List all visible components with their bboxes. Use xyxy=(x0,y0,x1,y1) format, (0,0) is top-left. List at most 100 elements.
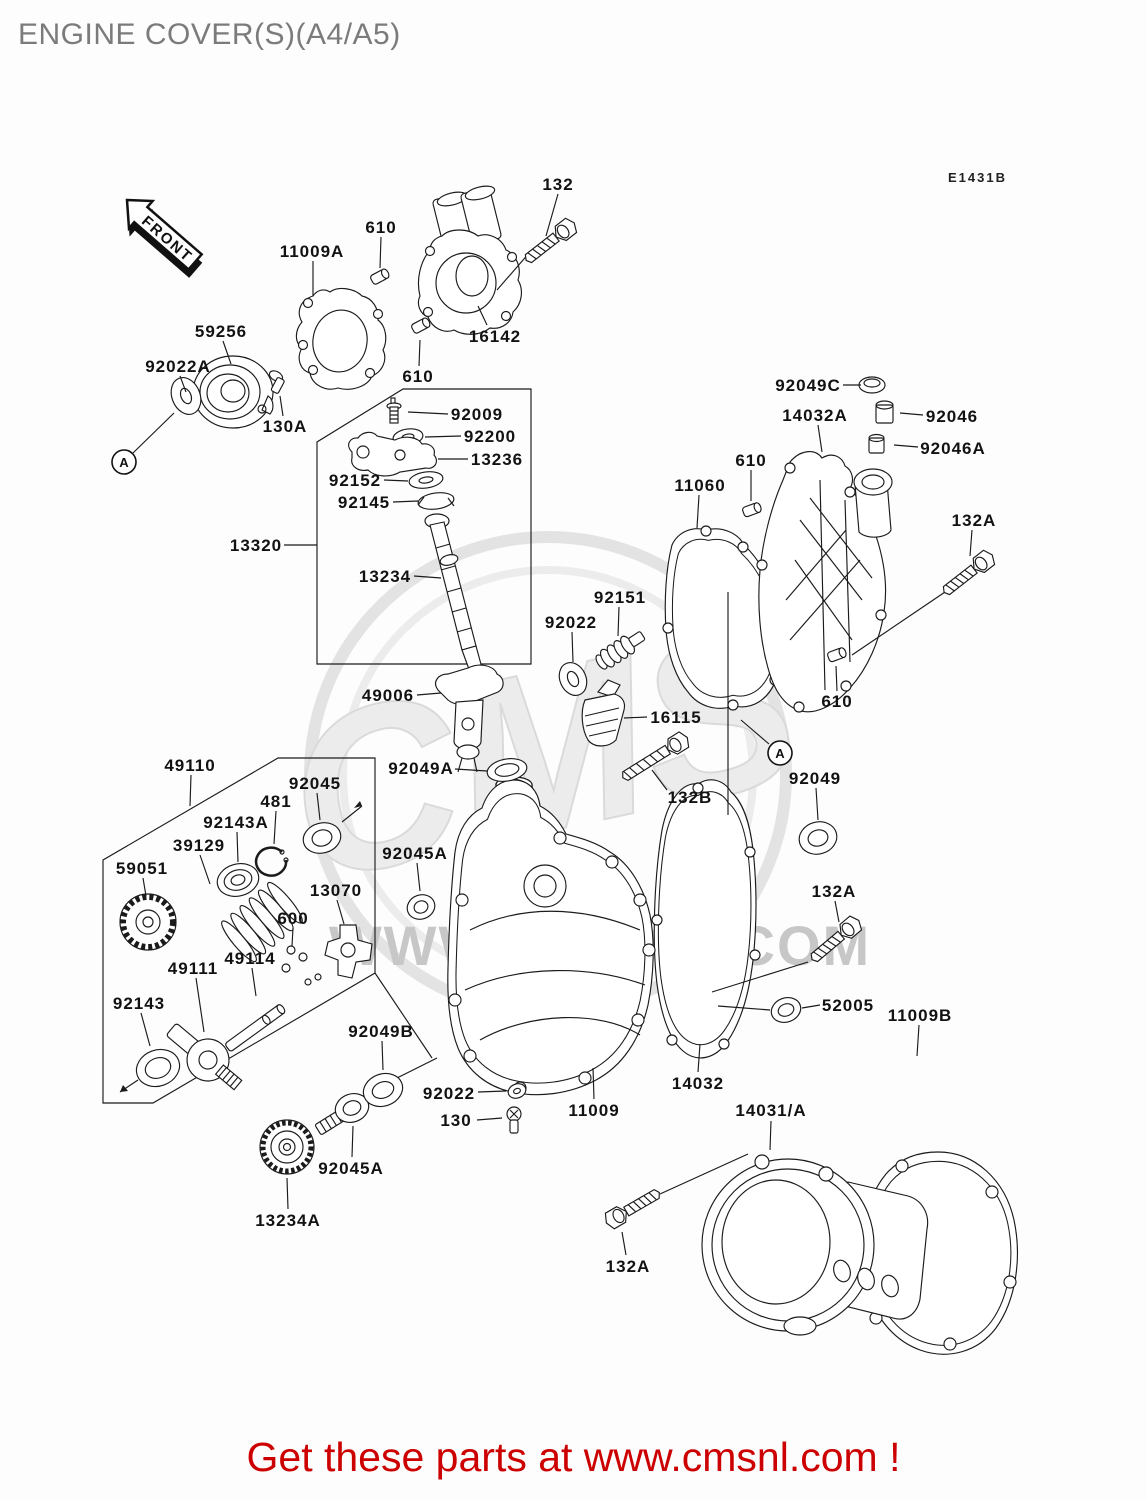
idler-gear-13234A-drawing xyxy=(259,1106,352,1175)
leader-line-49111 xyxy=(195,977,205,1033)
chain-cover-14032A-drawing xyxy=(756,451,893,713)
part-label-132A[interactable]: 132A xyxy=(952,511,997,530)
leader-line-16115 xyxy=(623,716,648,719)
part-label-92022[interactable]: 92022 xyxy=(545,613,597,632)
plug-92046A-drawing xyxy=(868,433,885,454)
part-label-610[interactable]: 610 xyxy=(735,451,766,470)
part-label-59256[interactable]: 59256 xyxy=(195,322,247,341)
part-label-610[interactable]: 610 xyxy=(402,367,433,386)
shift-shaft-13234-drawing xyxy=(424,513,483,673)
view-marker-circle-0 xyxy=(111,449,137,475)
part-label-92049B[interactable]: 92049B xyxy=(348,1022,414,1041)
part-label-14032[interactable]: 14032 xyxy=(672,1074,724,1093)
leader-line-610 xyxy=(835,665,838,692)
part-label-16115[interactable]: 16115 xyxy=(650,708,701,727)
leader-line-52005 xyxy=(801,1004,821,1009)
part-label-92046A[interactable]: 92046A xyxy=(920,439,986,458)
leader-line-92200 xyxy=(424,435,462,438)
part-label-92049C[interactable]: 92049C xyxy=(775,376,841,395)
part-label-92009[interactable]: 92009 xyxy=(451,405,503,424)
part-label-92049A[interactable]: 92049A xyxy=(388,759,454,778)
part-label-92049[interactable]: 92049 xyxy=(789,769,841,788)
bearing-92045A-lower-drawing xyxy=(334,1093,370,1123)
leader-line-14032A xyxy=(817,424,823,453)
part-label-481[interactable]: 481 xyxy=(260,792,291,811)
part-label-132A[interactable]: 132A xyxy=(812,882,857,901)
part-label-610[interactable]: 610 xyxy=(821,692,852,711)
part-label-92145[interactable]: 92145 xyxy=(338,493,390,512)
part-label-13234[interactable]: 13234 xyxy=(359,567,411,586)
part-label-92045A[interactable]: 92045A xyxy=(318,1159,384,1178)
part-label-600[interactable]: 600 xyxy=(277,909,308,928)
part-label-11009A[interactable]: 11009A xyxy=(280,242,345,261)
part-label-92143A[interactable]: 92143A xyxy=(203,813,269,832)
part-label-11009B[interactable]: 11009B xyxy=(888,1006,953,1025)
part-label-130A[interactable]: 130A xyxy=(263,417,308,436)
leader-line-14032 xyxy=(697,1043,701,1073)
part-label-92152[interactable]: 92152 xyxy=(329,471,381,490)
part-label-92151[interactable]: 92151 xyxy=(594,588,646,607)
screw-130-drawing xyxy=(506,1106,522,1134)
washer-92022A-drawing xyxy=(170,377,202,415)
part-label-132A[interactable]: 132A xyxy=(606,1257,651,1276)
part-label-132B[interactable]: 132B xyxy=(668,788,713,807)
leader-line-92022A xyxy=(179,375,187,393)
ratchet-13070-drawing xyxy=(324,924,373,979)
part-label-92045[interactable]: 92045 xyxy=(289,774,341,793)
shift-lever-13236-drawing xyxy=(348,431,437,477)
part-label-13236[interactable]: 13236 xyxy=(471,450,523,469)
footer-link[interactable]: Get these parts at www.cmsnl.com ! xyxy=(246,1434,901,1480)
view-marker-label-1: A xyxy=(775,746,785,761)
marker-leader-0 xyxy=(132,412,175,454)
part-label-130[interactable]: 130 xyxy=(440,1111,471,1130)
washer-92022-lower-drawing xyxy=(507,1083,527,1099)
part-label-49006[interactable]: 49006 xyxy=(362,686,414,705)
part-label-92143[interactable]: 92143 xyxy=(113,994,165,1013)
leader-line-59051 xyxy=(142,877,147,897)
part-label-49110[interactable]: 49110 xyxy=(164,756,215,775)
front-direction-arrow: FRONT xyxy=(125,198,204,278)
part-label-92046[interactable]: 92046 xyxy=(926,407,978,426)
part-label-49111[interactable]: 49111 xyxy=(168,959,218,978)
shaft-49114-drawing xyxy=(225,1004,286,1052)
oil-pump-49006-drawing xyxy=(435,664,504,773)
page-title: ENGINE COVER(S)(A4/A5) xyxy=(18,18,401,51)
part-label-16142[interactable]: 16142 xyxy=(469,327,521,346)
leader-line-11009B xyxy=(916,1024,920,1057)
part-label-11060[interactable]: 11060 xyxy=(674,476,725,495)
leader-line-132A xyxy=(834,900,840,923)
leader-line-49006 xyxy=(416,692,442,696)
part-label-14032A[interactable]: 14032A xyxy=(782,406,848,425)
part-label-92022[interactable]: 92022 xyxy=(423,1084,475,1103)
part-label-132[interactable]: 132 xyxy=(542,175,573,194)
leader-line-49114 xyxy=(251,967,257,997)
bolt-132A-bottom-drawing xyxy=(601,1184,665,1232)
part-label-59051[interactable]: 59051 xyxy=(116,859,168,878)
part-label-13320[interactable]: 13320 xyxy=(230,536,282,555)
leader-line-92049 xyxy=(815,787,819,821)
screw-130A-drawing xyxy=(268,370,285,394)
part-label-13234A[interactable]: 13234A xyxy=(255,1211,321,1230)
leader-line-92046A xyxy=(893,444,919,448)
spring-92145-drawing xyxy=(417,492,455,510)
leader-line-600 xyxy=(291,927,294,947)
shift-mechanism-box-13320 xyxy=(316,388,532,665)
plug-92049C-drawing xyxy=(858,376,886,394)
leader-line-92143 xyxy=(140,1012,151,1047)
part-label-14031/A[interactable]: 14031/A xyxy=(735,1101,806,1120)
part-label-52005[interactable]: 52005 xyxy=(822,996,874,1015)
bearing-92049B-drawing xyxy=(362,1072,404,1108)
part-label-39129[interactable]: 39129 xyxy=(173,836,225,855)
part-label-92200[interactable]: 92200 xyxy=(464,427,516,446)
marker-leader-1 xyxy=(740,719,770,745)
part-label-13070[interactable]: 13070 xyxy=(310,881,362,900)
part-label-610[interactable]: 610 xyxy=(365,218,396,237)
part-label-92045A[interactable]: 92045A xyxy=(382,844,448,863)
leader-line-39129 xyxy=(199,854,211,885)
dowel-pin-610-b xyxy=(410,316,432,335)
part-label-11009[interactable]: 11009 xyxy=(568,1101,619,1120)
leader-line-481 xyxy=(273,810,277,845)
part-label-49114[interactable]: 49114 xyxy=(224,949,275,968)
part-label-92022A[interactable]: 92022A xyxy=(145,357,211,376)
leader-line-92045 xyxy=(316,792,321,821)
